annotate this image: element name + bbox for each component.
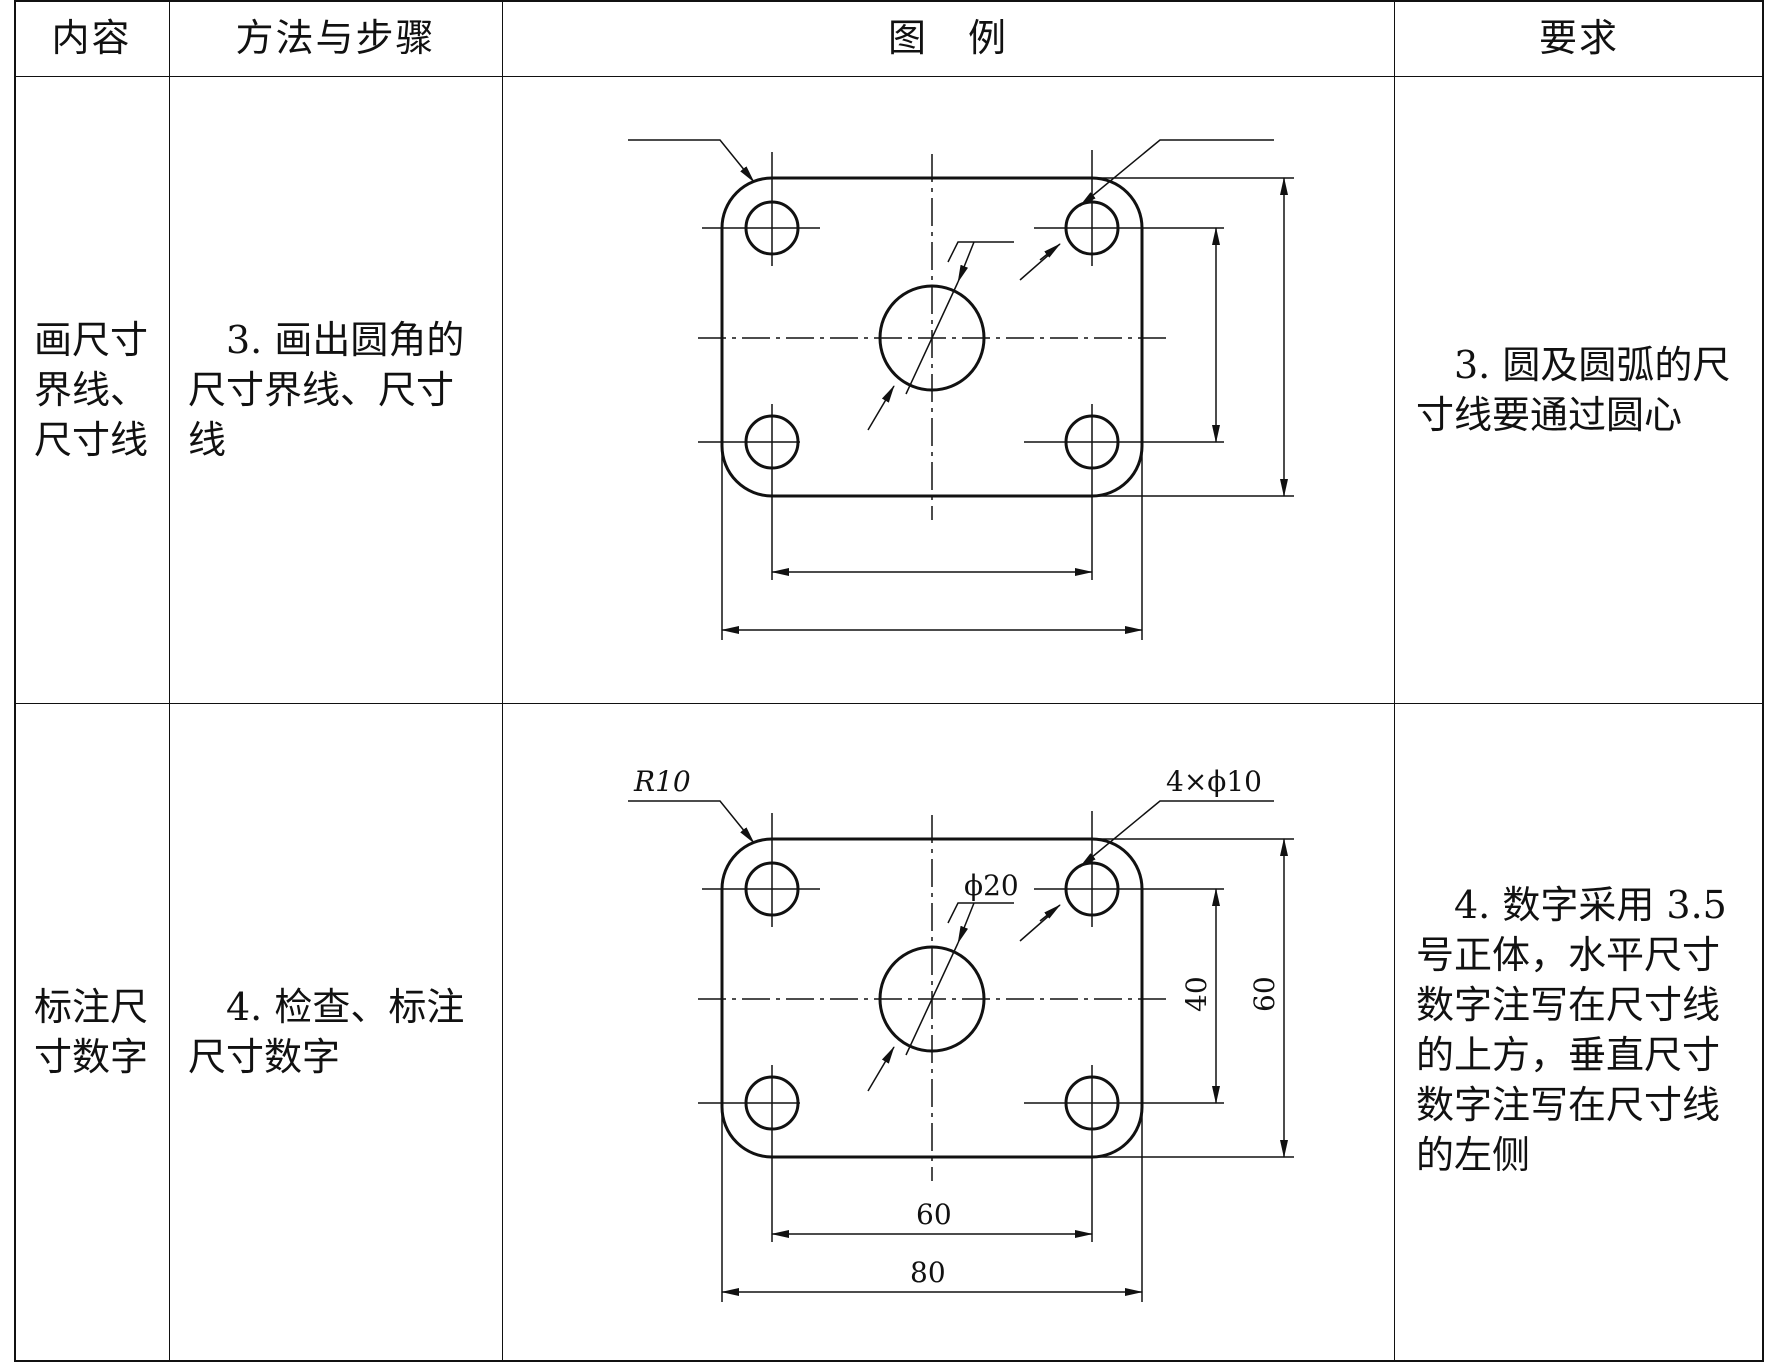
center-hole	[878, 284, 986, 392]
row-divider	[14, 703, 1764, 704]
row2-content: 标注尺寸数字	[33, 985, 148, 1079]
table-frame	[14, 0, 1764, 1362]
hole-center-marks	[698, 150, 1114, 480]
dimension-lines	[721, 838, 1288, 1296]
extension-lines	[721, 177, 1294, 640]
header-requirement: 要求	[1538, 16, 1619, 60]
row1-requirement: 3. 圆及圆弧的尺寸线要通过圆心	[1416, 343, 1731, 437]
figure-dimension-lines	[628, 139, 1294, 640]
row1-content: 画尺寸界线、尺寸线	[33, 318, 148, 462]
header-figure: 图 例	[887, 16, 1008, 60]
center-hole	[878, 945, 986, 1053]
method-table: 内容 方法与步骤 图 例 要求 画尺寸界线、尺寸线 3. 画出圆角的尺寸界线、尺…	[14, 0, 1764, 1362]
figure-dimension-numbers: R10 4×ϕ10 ϕ20 60 80 40 60	[628, 765, 1294, 1302]
dimension-texts: R10 4×ϕ10 ϕ20 60 80 40 60	[633, 765, 1281, 1289]
label-inner-height: 40	[1180, 976, 1213, 1012]
dimension-lines	[721, 177, 1288, 634]
leader-lines	[628, 800, 1274, 1092]
label-radius: R10	[633, 765, 691, 798]
header-content: 内容	[51, 16, 132, 60]
row2-requirement: 4. 数字采用 3.5 号正体，水平尺寸数字注写在尺寸线的上方，垂直尺寸数字注写…	[1416, 883, 1739, 1177]
row2-method: 4. 检查、标注尺寸数字	[188, 985, 465, 1079]
label-small-holes: 4×ϕ10	[1166, 765, 1262, 798]
column-divider-1	[169, 0, 170, 1362]
label-outer-width: 80	[910, 1256, 946, 1289]
extension-lines	[721, 838, 1294, 1302]
leader-lines	[628, 139, 1274, 431]
row1-method: 3. 画出圆角的尺寸界线、尺寸线	[188, 318, 465, 462]
header-divider	[14, 76, 1764, 77]
label-center-hole: ϕ20	[964, 869, 1019, 902]
label-outer-height: 60	[1248, 976, 1281, 1012]
hole-center-marks	[698, 811, 1114, 1141]
column-divider-2	[502, 0, 503, 1362]
column-divider-3	[1394, 0, 1395, 1362]
label-inner-width: 60	[916, 1198, 952, 1231]
header-method: 方法与步骤	[235, 16, 436, 60]
